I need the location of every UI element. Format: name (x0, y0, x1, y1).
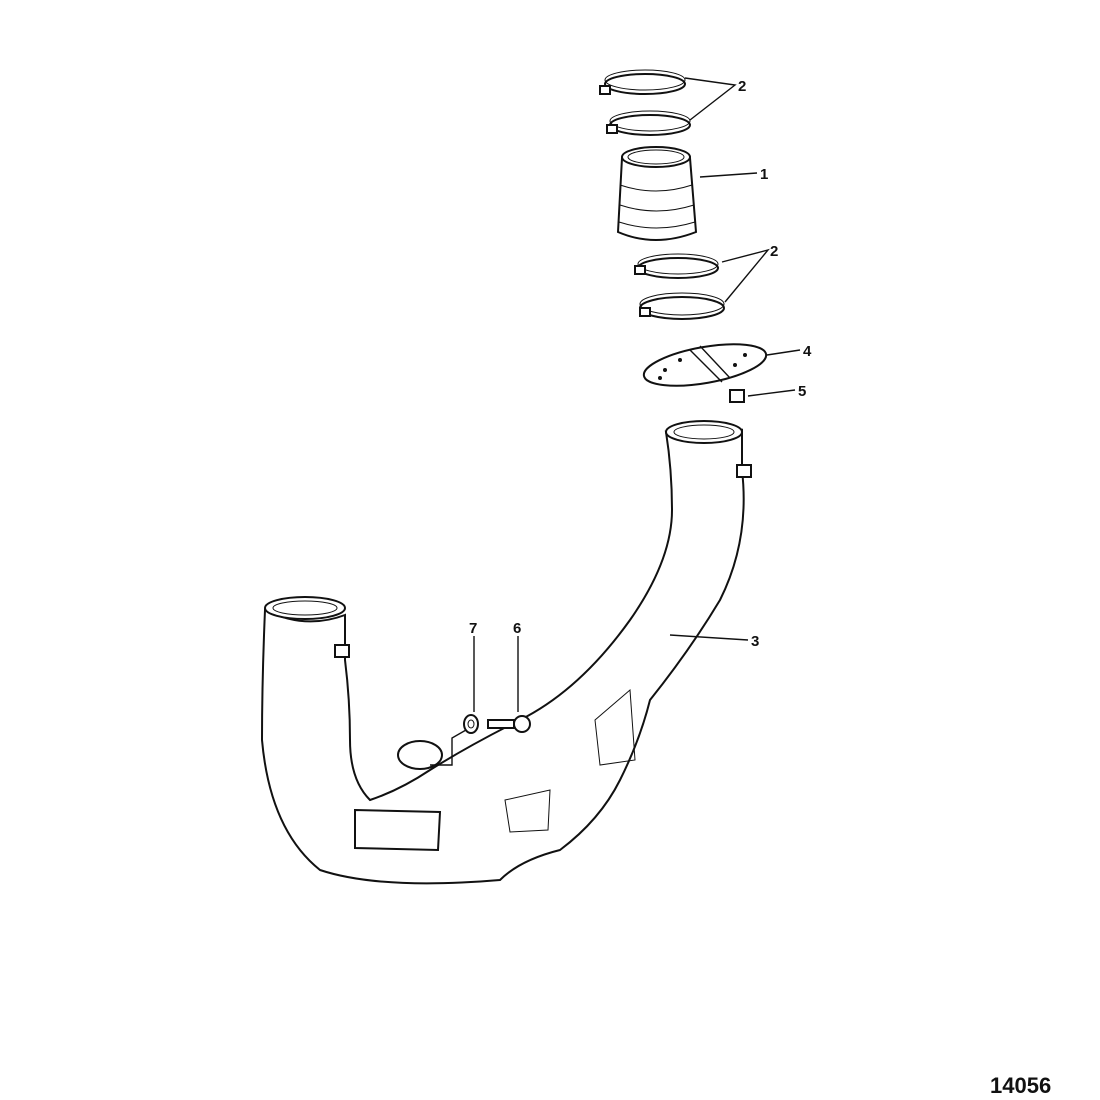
washer-part (463, 714, 479, 734)
callout-7: 7 (469, 620, 477, 637)
clamp-pair-top (599, 69, 691, 136)
exhaust-pipe-part (260, 420, 752, 885)
callout-1: 1 (760, 166, 768, 183)
figure-number: 14056 (990, 1073, 1051, 1098)
clamp-pair-bottom (634, 253, 725, 320)
callout-3: 3 (751, 633, 759, 650)
spacer-part (729, 389, 745, 403)
callout-4: 4 (803, 343, 812, 360)
callout-2-bottom: 2 (770, 243, 778, 260)
leader-lines (430, 77, 801, 766)
flapper-valve-part (642, 343, 768, 387)
callout-2-top: 2 (738, 78, 746, 95)
screw-part (487, 715, 531, 733)
hose-part (616, 146, 698, 241)
callout-5: 5 (798, 383, 806, 400)
callout-6: 6 (513, 620, 521, 637)
